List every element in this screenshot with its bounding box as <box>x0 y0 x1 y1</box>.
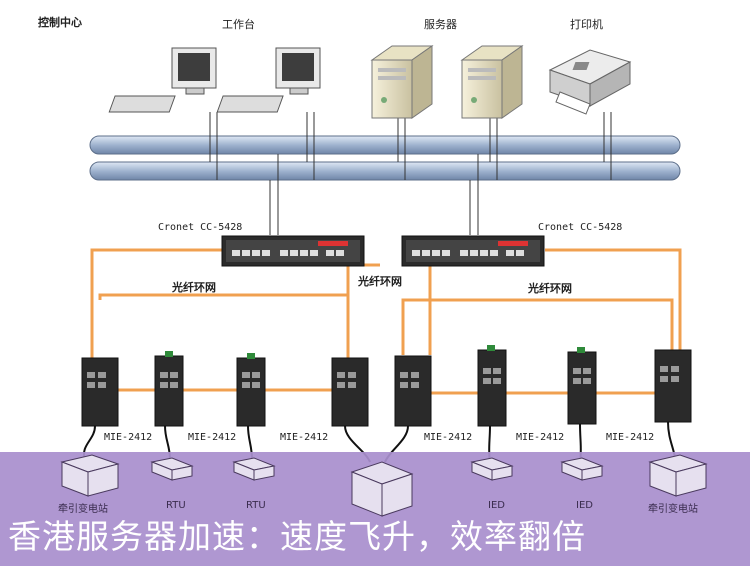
device-label-2: RTU <box>166 500 186 511</box>
device-label-5: IED <box>576 500 593 511</box>
network-bus-lower <box>89 161 681 181</box>
device-label-3: RTU <box>246 500 266 511</box>
ad-banner-text[interactable]: 香港服务器加速：速度飞升，效率翻倍 <box>8 517 586 556</box>
control-center-label: 控制中心 <box>38 16 82 29</box>
device-label-4: IED <box>488 500 505 511</box>
printer-label: 打印机 <box>570 18 603 31</box>
mie-label-1: MIE-2412 <box>104 432 153 443</box>
mie-label-4: MIE-2412 <box>424 432 473 443</box>
fiber-ring-right-label: 光纤环网 <box>528 282 572 295</box>
mie-label-2: MIE-2412 <box>188 432 237 443</box>
device-drop-lines <box>209 112 612 235</box>
switch-left-label: Cronet CC-5428 <box>158 222 243 233</box>
fiber-ring-center-label: 光纤环网 <box>358 275 402 288</box>
mie-label-6: MIE-2412 <box>606 432 655 443</box>
switch-right-label: Cronet CC-5428 <box>538 222 623 233</box>
mie-ports <box>87 366 679 388</box>
workstation-icon-1 <box>108 47 217 113</box>
mie-switches <box>81 349 692 427</box>
mie-label-5: MIE-2412 <box>516 432 565 443</box>
network-bus-upper <box>89 135 681 155</box>
mie-din-clips <box>165 345 585 359</box>
device-label-1: 牵引变电站 <box>58 504 108 515</box>
printer-icon <box>548 49 632 115</box>
server-icon-1 <box>370 45 434 119</box>
server-icon-2 <box>460 45 524 119</box>
server-label: 服务器 <box>424 18 457 31</box>
workstation-label: 工作台 <box>222 18 255 31</box>
core-switch-left <box>221 235 365 267</box>
fiber-ring-left-label: 光纤环网 <box>172 281 216 294</box>
core-switch-right <box>401 235 545 267</box>
workstation-icon-2 <box>216 47 321 113</box>
mie-label-3: MIE-2412 <box>280 432 329 443</box>
device-label-6: 牵引变电站 <box>648 504 698 515</box>
